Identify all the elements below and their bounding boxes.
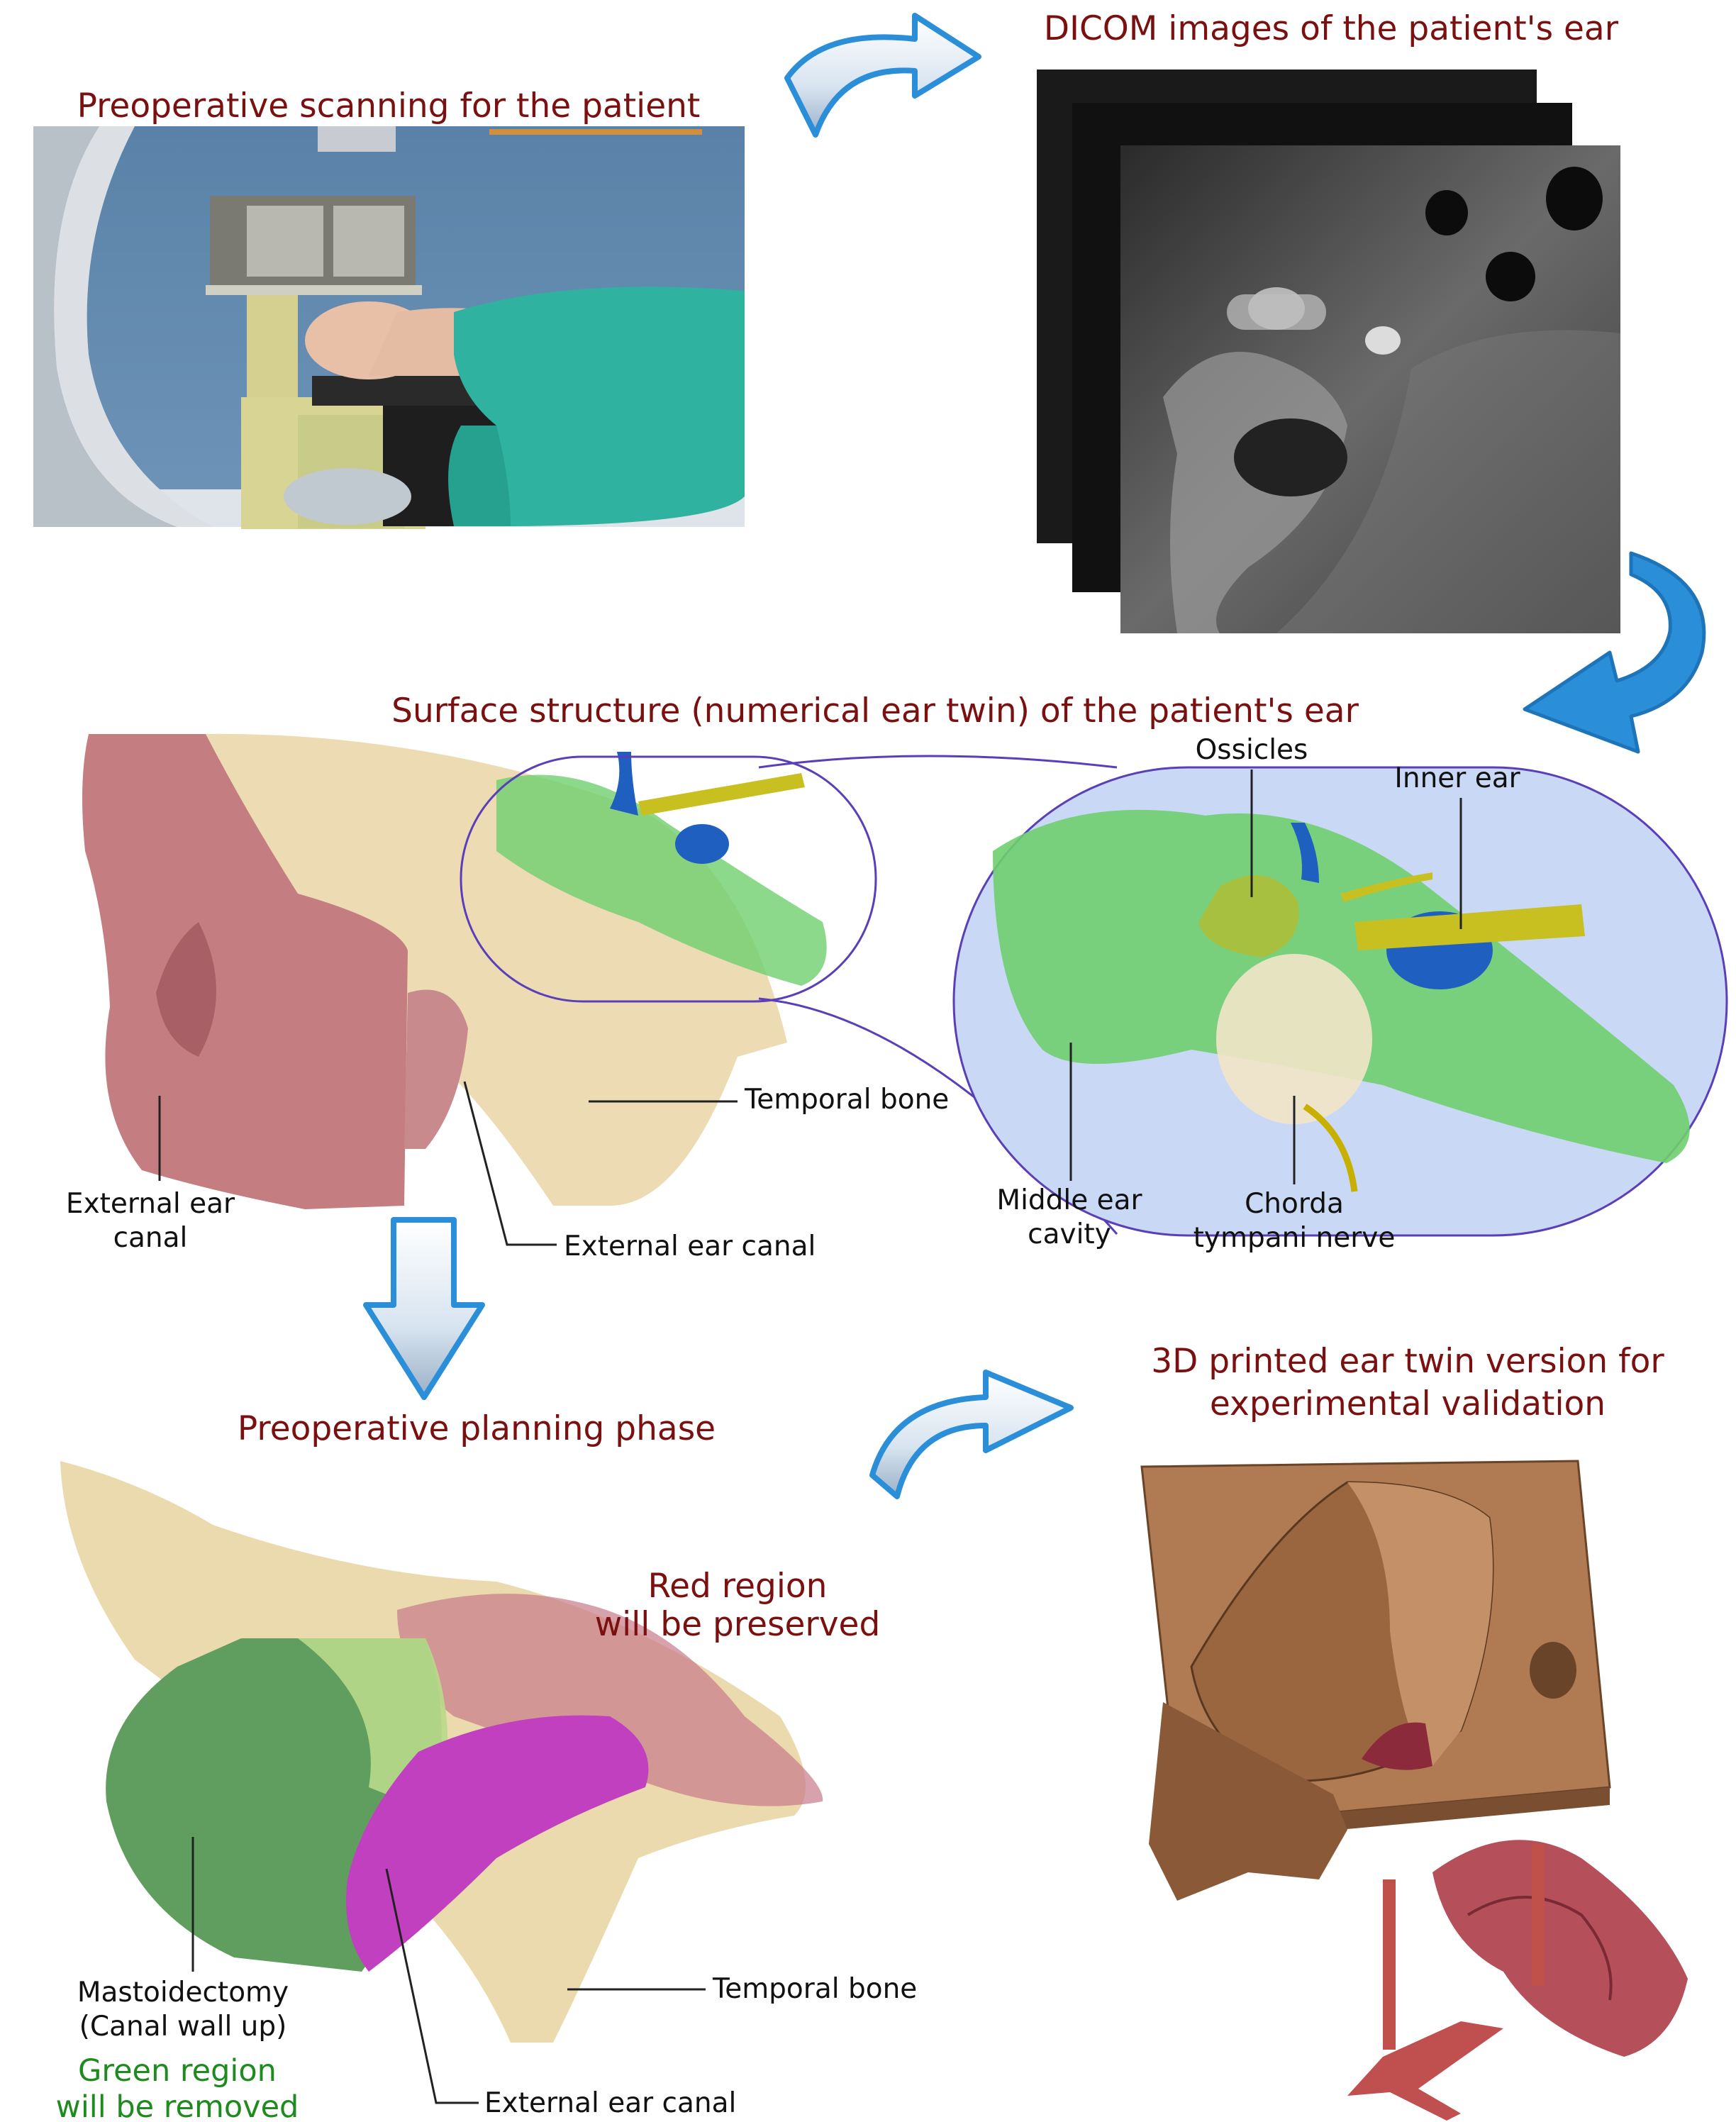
label-temporal-bone: Temporal bone [744,1084,949,1116]
printed-ear-twin-image [1140,1460,1688,2121]
title-printed-line1: 3D printed ear twin version for [1151,1342,1664,1381]
label-inner-ear: Inner ear [1394,762,1520,794]
label-red-region-line1: Red region [648,1567,828,1606]
arrow-dicom-to-surface [1523,551,1706,754]
label-external-ear-canal-c: External ear canal [484,2087,736,2119]
surface-model-image [82,733,1728,1237]
scanning-room-image [33,126,745,529]
label-mastoidectomy-line1: Mastoidectomy [77,1977,289,2009]
title-surface: Surface structure (numerical ear twin) o… [391,691,1359,731]
title-scanning: Preoperative scanning for the patient [77,87,701,126]
label-external-ear-line1: External ear [66,1188,235,1220]
arrow-scan-to-dicom [784,13,981,138]
arrow-surface-to-planning [363,1217,485,1400]
title-planning: Preoperative planning phase [238,1409,716,1448]
label-middle-ear-line1: Middle ear [996,1184,1142,1216]
label-mastoidectomy-line2: (Canal wall up) [79,2011,287,2043]
label-ossicles: Ossicles [1196,734,1308,766]
label-red-region-line2: will be preserved [595,1605,881,1644]
label-chorda-line2: tympani nerve [1194,1222,1396,1254]
label-green-region-line1: Green region [78,2053,277,2089]
label-temporal-bone-2: Temporal bone [712,1973,917,2005]
label-chorda-line1: Chorda [1245,1188,1344,1220]
label-external-ear-canal-b: External ear canal [564,1231,816,1262]
dicom-slices-image [1037,70,1620,633]
label-middle-ear-line2: cavity [1028,1218,1111,1250]
title-dicom: DICOM images of the patient's ear [1044,9,1619,48]
label-external-ear-line2: canal [113,1222,188,1254]
label-green-region-line2: will be removed [56,2089,299,2122]
title-printed-line2: experimental validation [1210,1384,1606,1423]
planning-model-image [60,1461,823,2043]
arrow-planning-to-printed [869,1370,1074,1499]
